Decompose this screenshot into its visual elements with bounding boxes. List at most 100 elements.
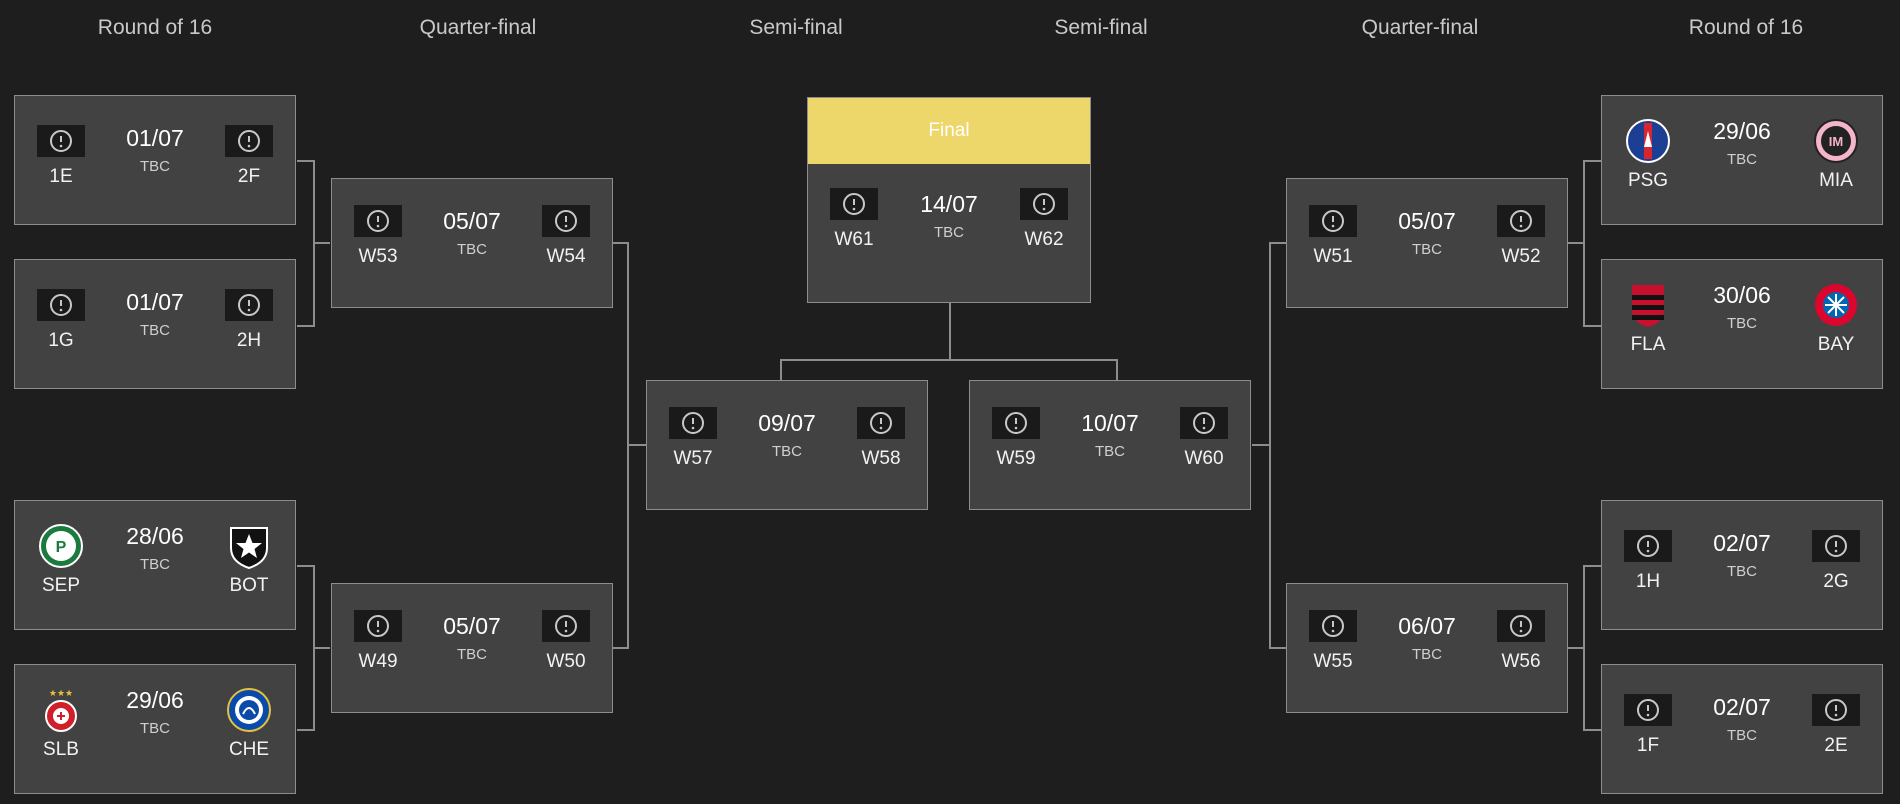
column-title-qf-right: Quarter-final	[1361, 16, 1479, 39]
alert-circle-icon	[1812, 694, 1860, 726]
team-away[interactable]: W50	[536, 610, 596, 673]
column-title-qf-left: Quarter-final	[419, 16, 537, 39]
team-code: CHE	[228, 739, 270, 760]
match-date: 05/07	[1398, 208, 1456, 234]
psg-crest-icon	[1623, 116, 1673, 166]
match-info: 10/07 TBC	[1055, 410, 1165, 460]
match-card-final[interactable]: Final W61 14/07 TBC W62	[807, 97, 1091, 303]
match-card-w55-w56[interactable]: W55 06/07 TBC W56	[1286, 583, 1568, 713]
team-code: W54	[546, 246, 586, 267]
team-away[interactable]: BAY	[1806, 280, 1866, 356]
match-status: TBC	[1095, 443, 1125, 460]
team-code: FLA	[1630, 334, 1666, 355]
match-status: TBC	[457, 646, 487, 663]
match-card-psg-mia[interactable]: PSG 29/06 TBC IM MIA	[1601, 95, 1883, 225]
team-away[interactable]: W54	[536, 205, 596, 268]
team-code: W51	[1313, 246, 1353, 267]
team-code: 2G	[1823, 571, 1849, 592]
svg-text:★★★: ★★★	[49, 689, 73, 699]
match-card-w49-w50[interactable]: W49 05/07 TBC W50	[331, 583, 613, 713]
match-info: 01/07 TBC	[100, 289, 210, 339]
match-info: 05/07 TBC	[1372, 208, 1482, 258]
team-away[interactable]: 2H	[219, 289, 279, 352]
team-away[interactable]: 2F	[219, 125, 279, 188]
alert-circle-icon	[542, 610, 590, 642]
team-code: 1F	[1636, 735, 1660, 756]
alert-circle-icon	[830, 188, 878, 220]
team-away[interactable]: CHE	[219, 685, 279, 761]
alert-circle-icon	[354, 205, 402, 237]
team-home[interactable]: W49	[348, 610, 408, 673]
team-away[interactable]: W62	[1014, 188, 1074, 251]
team-away[interactable]: 2E	[1806, 694, 1866, 757]
match-date: 10/07	[1081, 410, 1139, 436]
match-card-w53-w54[interactable]: W53 05/07 TBC W54	[331, 178, 613, 308]
match-card-1g-2h[interactable]: 1G 01/07 TBC 2H	[14, 259, 296, 389]
team-home[interactable]: W57	[663, 407, 723, 470]
team-home[interactable]: FLA	[1618, 280, 1678, 356]
match-status: TBC	[1727, 727, 1757, 744]
team-away[interactable]: 2G	[1806, 530, 1866, 593]
team-away[interactable]: BOT	[219, 521, 279, 597]
match-date: 05/07	[443, 613, 501, 639]
team-away[interactable]: IM MIA	[1806, 116, 1866, 192]
team-code: W55	[1313, 651, 1353, 672]
team-code: W53	[358, 246, 398, 267]
column-title-sf-left: Semi-final	[749, 16, 843, 39]
team-away[interactable]: W60	[1174, 407, 1234, 470]
match-card-1f-2e[interactable]: 1F 02/07 TBC 2E	[1601, 664, 1883, 794]
team-home[interactable]: W51	[1303, 205, 1363, 268]
match-status: TBC	[140, 158, 170, 175]
team-code: W61	[834, 229, 874, 250]
alert-circle-icon	[1309, 610, 1357, 642]
match-info: 14/07 TBC	[894, 191, 1004, 241]
team-code: BAY	[1817, 334, 1855, 355]
team-home[interactable]: 1F	[1618, 694, 1678, 757]
alert-circle-icon	[37, 289, 85, 321]
team-code: W52	[1501, 246, 1541, 267]
match-date: 06/07	[1398, 613, 1456, 639]
match-card-w59-w60[interactable]: W59 10/07 TBC W60	[969, 380, 1251, 510]
match-card-w51-w52[interactable]: W51 05/07 TBC W52	[1286, 178, 1568, 308]
match-card-1h-2g[interactable]: 1H 02/07 TBC 2G	[1601, 500, 1883, 630]
alert-circle-icon	[992, 407, 1040, 439]
match-card-slb-che[interactable]: ★★★ SLB 29/06 TBC CHE	[14, 664, 296, 794]
match-card-1e-2f[interactable]: 1E 01/07 TBC 2F	[14, 95, 296, 225]
bayern-crest-icon	[1811, 280, 1861, 330]
team-away[interactable]: W56	[1491, 610, 1551, 673]
team-home[interactable]: W53	[348, 205, 408, 268]
team-code: W57	[673, 448, 713, 469]
team-home[interactable]: 1E	[31, 125, 91, 188]
team-home[interactable]: W61	[824, 188, 884, 251]
match-card-sep-bot[interactable]: P SEP 28/06 TBC BOT	[14, 500, 296, 630]
team-code: BOT	[229, 575, 269, 596]
team-home[interactable]: 1H	[1618, 530, 1678, 593]
match-date: 29/06	[126, 687, 184, 713]
match-info: 05/07 TBC	[417, 613, 527, 663]
team-home[interactable]: PSG	[1618, 116, 1678, 192]
svg-text:P: P	[56, 539, 67, 556]
team-home[interactable]: W55	[1303, 610, 1363, 673]
team-code: 2F	[237, 166, 261, 187]
team-home[interactable]: ★★★ SLB	[31, 685, 91, 761]
match-card-w57-w58[interactable]: W57 09/07 TBC W58	[646, 380, 928, 510]
team-home[interactable]: 1G	[31, 289, 91, 352]
alert-circle-icon	[225, 289, 273, 321]
team-away[interactable]: W58	[851, 407, 911, 470]
team-home[interactable]: W59	[986, 407, 1046, 470]
team-code: W58	[861, 448, 901, 469]
team-home[interactable]: P SEP	[31, 521, 91, 597]
match-card-fla-bay[interactable]: FLA 30/06 TBC BAY	[1601, 259, 1883, 389]
match-date: 02/07	[1713, 694, 1771, 720]
match-date: 01/07	[126, 125, 184, 151]
column-title-sf-right: Semi-final	[1054, 16, 1148, 39]
match-status: TBC	[457, 241, 487, 258]
team-code: W49	[358, 651, 398, 672]
flamengo-crest-icon	[1623, 280, 1673, 330]
team-code: PSG	[1627, 170, 1669, 191]
match-date: 29/06	[1713, 118, 1771, 144]
match-info: 29/06 TBC	[1687, 118, 1797, 168]
team-code: 1G	[48, 330, 74, 351]
team-away[interactable]: W52	[1491, 205, 1551, 268]
match-info: 01/07 TBC	[100, 125, 210, 175]
